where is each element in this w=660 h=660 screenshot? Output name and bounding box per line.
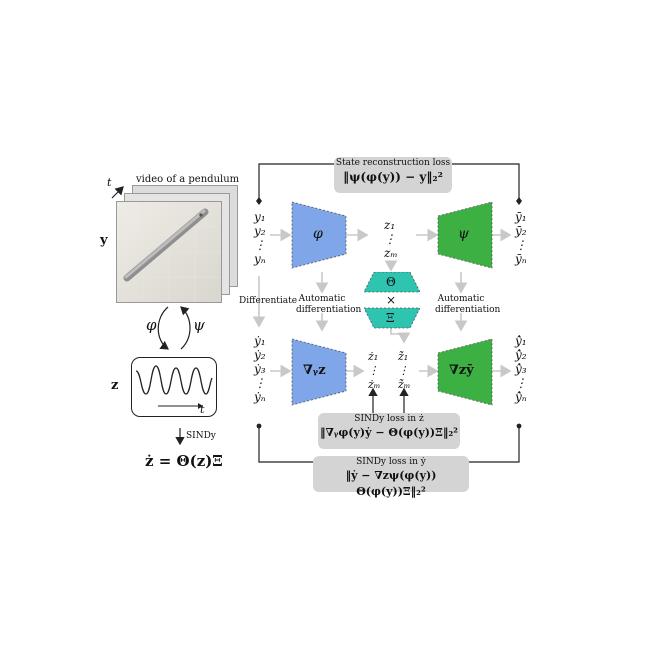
- reconstructed-derivative-vector: ẏ̂₁ ẏ̂₂ ẏ̂₃ ⋮ ẏ̂ₙ: [515, 334, 527, 404]
- latent-state-vector: z₁ ⋮ zₘ: [384, 218, 398, 260]
- vector-entry: y₂: [254, 224, 266, 238]
- pendulum-photo: [117, 202, 221, 302]
- vector-entry: ⋮: [515, 376, 527, 390]
- phi-symbol: φ: [146, 316, 157, 334]
- vector-entry: ẏ̂₃: [515, 362, 527, 376]
- vector-entry: ẏₙ: [254, 390, 266, 404]
- state-loss-title: State reconstruction loss: [334, 157, 452, 169]
- sindy-ydot-loss-title: SINDy loss in ẏ: [313, 456, 469, 468]
- vector-entry: ⋮: [384, 232, 398, 246]
- differentiate-label: Differentiate: [239, 296, 297, 307]
- latent-derivative-vector: ż₁ ⋮ żₘ: [368, 350, 381, 392]
- encoder-label: φ: [313, 226, 323, 242]
- plot-time-label: t: [200, 403, 204, 416]
- vector-entry: yₙ: [254, 252, 266, 266]
- vector-entry: ẏ̂₁: [515, 334, 527, 348]
- vector-entry: ȳ₁: [515, 210, 527, 224]
- vector-entry: zₘ: [384, 246, 398, 260]
- vector-entry: ẏ₃: [254, 362, 266, 376]
- input-state-vector: y₁ y₂ ⋮ yₙ: [254, 210, 266, 266]
- vector-entry: ⋮: [515, 238, 527, 252]
- vector-entry: ⋮: [368, 364, 381, 378]
- vector-entry: ẏ̂ₙ: [515, 390, 527, 404]
- vector-entry: ⋮: [254, 376, 266, 390]
- sindy-ydot-loss-box: SINDy loss in ẏ ‖ẏ − ∇𝐳ψ(φ(y)) Θ(φ(y))Ξ‖…: [313, 456, 469, 492]
- input-derivative-vector: ẏ₁ ẏ₂ ẏ₃ ⋮ ẏₙ: [254, 334, 266, 404]
- vector-entry: z₁: [384, 218, 398, 232]
- time-axis-label: t: [107, 176, 111, 190]
- vector-entry: ż̃₁: [398, 350, 411, 364]
- vector-entry: ż̃ₘ: [398, 378, 411, 392]
- auto-diff-right-line1: Automatic: [435, 294, 487, 305]
- sindy-zdot-loss-box: SINDy loss in ż ‖∇ᵧφ(y)ẏ − Θ(φ(y))Ξ‖₂²: [318, 413, 460, 449]
- times-label: ×: [386, 293, 396, 307]
- vector-entry: y₁: [254, 210, 266, 224]
- sindy-zdot-loss-title: SINDy loss in ż: [318, 413, 460, 425]
- vector-entry: żₘ: [368, 378, 381, 392]
- auto-diff-right-line2: differentiation: [435, 305, 487, 316]
- state-loss-equation: ‖ψ(φ(y)) − y‖₂²: [334, 169, 452, 185]
- sindy-zdot-loss-equation: ‖∇ᵧφ(y)ẏ − Θ(φ(y))Ξ‖₂²: [318, 425, 460, 441]
- decoder-label: ψ: [458, 226, 469, 242]
- vector-entry: ȳ₂: [515, 224, 527, 238]
- decoder-gradient-label: ∇𝐳ȳ: [449, 363, 474, 378]
- vector-entry: ȳₙ: [515, 252, 527, 266]
- vector-entry: ż₁: [368, 350, 381, 364]
- theta-label: Θ: [386, 275, 396, 289]
- vector-entry: ⋮: [398, 364, 411, 378]
- auto-diff-left-line2: differentiation: [296, 305, 348, 316]
- xi-label: Ξ: [386, 311, 394, 325]
- auto-diff-left-line1: Automatic: [296, 294, 348, 305]
- z-symbol: z: [111, 378, 118, 393]
- encoder-gradient-label: ∇ᵧz: [303, 363, 326, 378]
- predicted-latent-derivative-vector: ż̃₁ ⋮ ż̃ₘ: [398, 350, 411, 392]
- state-reconstruction-loss-box: State reconstruction loss ‖ψ(φ(y)) − y‖₂…: [334, 157, 452, 193]
- sindy-model-equation: ż = Θ(z)Ξ: [145, 452, 223, 470]
- vector-entry: ⋮: [254, 238, 266, 252]
- y-symbol: y: [100, 233, 108, 248]
- vector-entry: ẏ₂: [254, 348, 266, 362]
- psi-symbol: ψ: [193, 316, 205, 334]
- sindy-arrow-label: SINDy: [186, 431, 216, 441]
- vector-entry: ẏ̂₂: [515, 348, 527, 362]
- video-frame-front: [116, 201, 222, 303]
- sindy-ydot-loss-equation: ‖ẏ − ∇𝐳ψ(φ(y)) Θ(φ(y))Ξ‖₂²: [313, 468, 469, 500]
- reconstructed-state-vector: ȳ₁ ȳ₂ ⋮ ȳₙ: [515, 210, 527, 266]
- vector-entry: ẏ₁: [254, 334, 266, 348]
